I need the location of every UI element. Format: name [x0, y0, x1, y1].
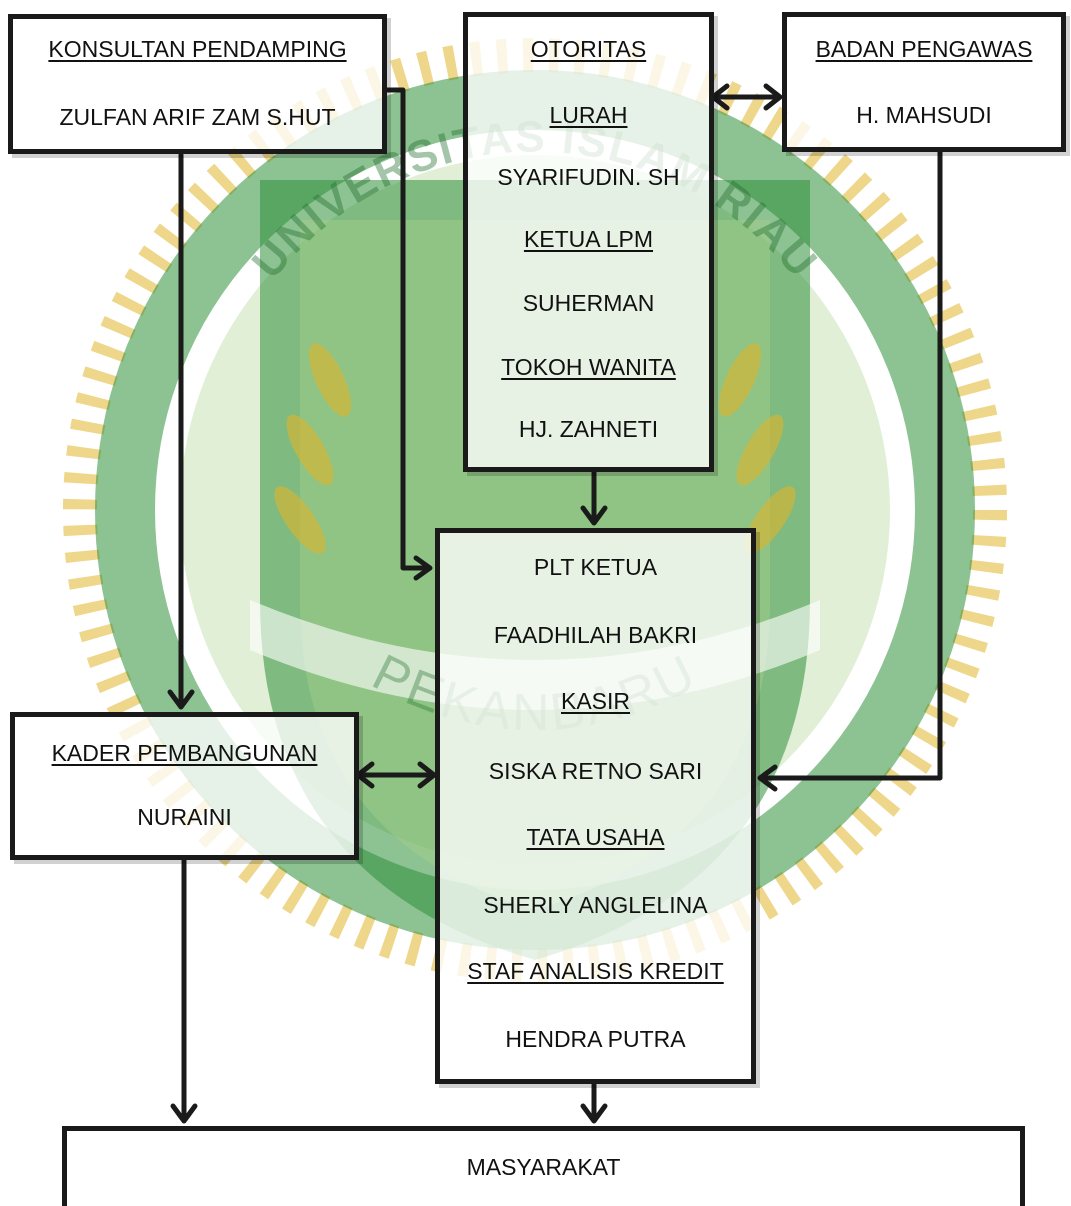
kasir-title: KASIR	[560, 688, 631, 714]
otoritas-title: OTORITAS	[530, 36, 647, 62]
masyarakat-title: MASYARAKAT	[466, 1154, 621, 1180]
wanita-title: TOKOH WANITA	[501, 354, 676, 380]
konsultan-name: ZULFAN ARIF ZAM S.HUT	[59, 104, 336, 130]
connector-pengawas-pengurus	[759, 149, 943, 781]
staf-name: HENDRA PUTRA	[505, 1026, 686, 1052]
pengawas-title: BADAN PENGAWAS	[815, 36, 1033, 62]
masyarakat-box: MASYARAKAT	[62, 1126, 1025, 1206]
lurah-name: SYARIFUDIN. SH	[497, 164, 680, 190]
tu-title: TATA USAHA	[526, 824, 665, 850]
wanita-name: HJ. ZAHNETI	[518, 416, 659, 442]
lpm-title: KETUA LPM	[523, 226, 654, 252]
ketua-name: FAADHILAH BAKRI	[493, 622, 698, 648]
kasir-name: SISKA RETNO SARI	[488, 758, 703, 784]
tu-name: SHERLY ANGLELINA	[483, 892, 708, 918]
connector-konsultan-pengurus	[382, 87, 431, 571]
otoritas-box: OTORITAS LURAH SYARIFUDIN. SH KETUA LPM …	[463, 12, 714, 472]
pengawas-box: BADAN PENGAWAS H. MAHSUDI	[782, 12, 1066, 152]
staf-title: STAF ANALISIS KREDIT	[467, 958, 724, 984]
lpm-name: SUHERMAN	[522, 290, 655, 316]
pengawas-name: H. MAHSUDI	[856, 102, 992, 128]
konsultan-box: KONSULTAN PENDAMPING ZULFAN ARIF ZAM S.H…	[8, 14, 387, 154]
pengurus-box: PLT KETUA FAADHILAH BAKRI KASIR SISKA RE…	[435, 528, 756, 1084]
konsultan-title: KONSULTAN PENDAMPING	[48, 36, 347, 62]
kader-name: NURAINI	[137, 804, 232, 830]
ketua-title: PLT KETUA	[533, 554, 658, 580]
kader-box: KADER PEMBANGUNAN NURAINI	[10, 712, 359, 860]
kader-title: KADER PEMBANGUNAN	[51, 740, 318, 766]
lurah-title: LURAH	[549, 102, 628, 128]
